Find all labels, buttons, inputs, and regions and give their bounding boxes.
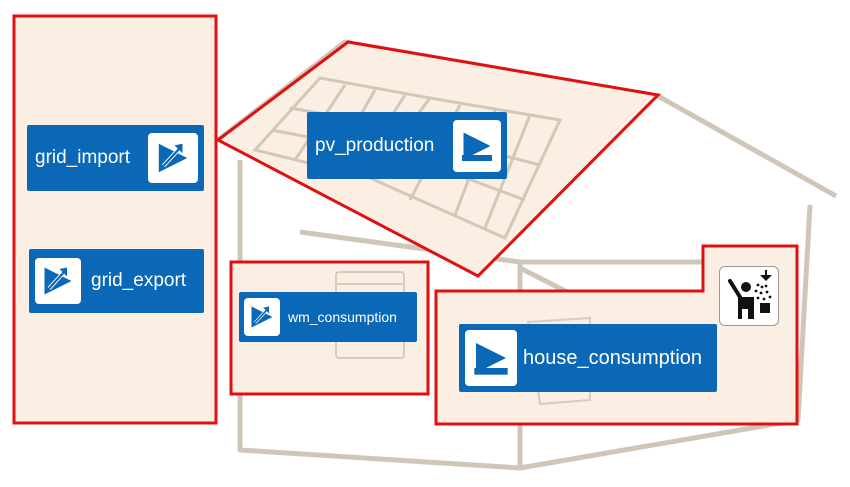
pv-production-label: pv_production [315, 134, 435, 156]
grid-import-label: grid_import [35, 147, 131, 168]
grid-export-chip[interactable]: grid_export [29, 249, 204, 313]
pv-production-chip[interactable]: pv_production [307, 112, 507, 179]
zone-grid[interactable] [12, 14, 218, 425]
transmission-tower-import-icon [244, 298, 280, 336]
transmission-tower-import-icon [148, 133, 198, 183]
grid-export-label: grid_export [91, 270, 187, 291]
house-consumption-label: house_consumption [523, 346, 703, 369]
wm-consumption-label: wm_consumption [288, 309, 397, 325]
transmission-tower-export-icon [35, 258, 81, 304]
wm-consumption-chip[interactable]: wm_consumption [239, 292, 417, 342]
solar-power-icon [453, 119, 501, 172]
solar-power-icon [465, 330, 517, 386]
shower-icon[interactable] [719, 266, 779, 326]
house-consumption-chip[interactable]: house_consumption [459, 324, 717, 392]
grid-import-chip[interactable]: grid_import [27, 125, 204, 191]
